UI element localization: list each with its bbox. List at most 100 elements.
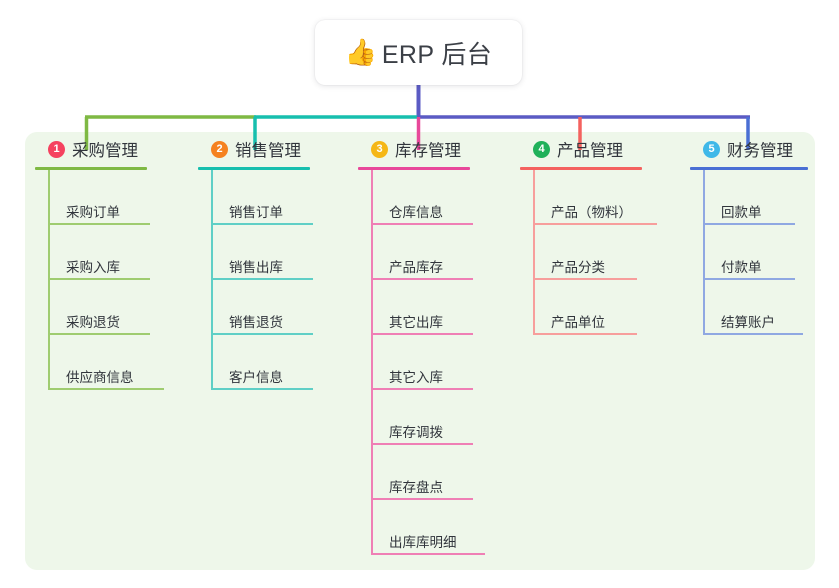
branch-item-label: 采购退货: [66, 315, 120, 331]
branch-item[interactable]: 其它出库: [371, 280, 523, 335]
branch-item-list: 采购订单采购入库采购退货供应商信息: [35, 170, 195, 390]
branch-number-badge: 3: [371, 140, 388, 158]
branch-header-3[interactable]: 3 库存管理: [358, 132, 523, 166]
branch-item-label: 付款单: [721, 260, 762, 276]
branch-header-underline: [35, 167, 147, 170]
branch-item-label: 产品（物料）: [551, 205, 632, 221]
branch-item-label: 其它入库: [389, 370, 443, 386]
branch-item-label: 客户信息: [229, 370, 283, 386]
branch-item[interactable]: 采购订单: [48, 170, 195, 225]
branch-header-underline: [358, 167, 470, 170]
branch-item[interactable]: 销售出库: [211, 225, 358, 280]
branch-header-underline: [198, 167, 310, 170]
branch-item-label: 销售退货: [229, 315, 283, 331]
branch-item-underline: [371, 498, 473, 500]
branch-item[interactable]: 库存调拨: [371, 390, 523, 445]
branch-item-label: 采购订单: [66, 205, 120, 221]
branch-item-underline: [533, 278, 637, 280]
branch-title: 销售管理: [235, 142, 301, 160]
branch-item-label: 销售订单: [229, 205, 283, 221]
branch-item-label: 销售出库: [229, 260, 283, 276]
branch-item-label: 仓库信息: [389, 205, 443, 221]
branch-item[interactable]: 产品单位: [533, 280, 690, 335]
branch-number-badge: 1: [48, 140, 65, 158]
branch-header-4[interactable]: 4 产品管理: [520, 132, 690, 166]
branch-item-underline: [211, 333, 313, 335]
root-node-card[interactable]: 👍 ERP 后台: [315, 20, 522, 85]
branch-item[interactable]: 产品（物料）: [533, 170, 690, 225]
branch-item[interactable]: 产品分类: [533, 225, 690, 280]
root-node-title: ERP 后台: [381, 40, 493, 69]
branch-item[interactable]: 出库库明细: [371, 500, 523, 555]
branch-item-label: 产品库存: [389, 260, 443, 276]
branch-item[interactable]: 销售退货: [211, 280, 358, 335]
branch-item-label: 其它出库: [389, 315, 443, 331]
branch-item[interactable]: 产品库存: [371, 225, 523, 280]
branch-title: 库存管理: [395, 142, 461, 160]
branch-spine: [371, 170, 373, 555]
branch-item-label: 采购入库: [66, 260, 120, 276]
branch-spine: [533, 170, 535, 335]
branch-spine: [48, 170, 50, 390]
branch-item-underline: [48, 388, 164, 390]
branch-item[interactable]: 采购入库: [48, 225, 195, 280]
branch-item-underline: [48, 333, 150, 335]
branch-column-5: 5 财务管理回款单付款单结算账户: [690, 132, 839, 335]
branch-header-1[interactable]: 1 采购管理: [35, 132, 195, 166]
branch-spine: [211, 170, 213, 390]
branch-column-1: 1 采购管理采购订单采购入库采购退货供应商信息: [35, 132, 195, 390]
branch-item[interactable]: 其它入库: [371, 335, 523, 390]
branch-item[interactable]: 销售订单: [211, 170, 358, 225]
branch-item-label: 供应商信息: [66, 370, 134, 386]
branch-column-2: 2 销售管理销售订单销售出库销售退货客户信息: [198, 132, 358, 390]
branch-item[interactable]: 供应商信息: [48, 335, 195, 390]
branch-title: 采购管理: [72, 142, 138, 160]
branch-item[interactable]: 采购退货: [48, 280, 195, 335]
branch-number-badge: 2: [211, 140, 228, 158]
branch-item[interactable]: 仓库信息: [371, 170, 523, 225]
branch-item-label: 产品单位: [551, 315, 605, 331]
branch-item-label: 回款单: [721, 205, 762, 221]
branch-column-3: 3 库存管理仓库信息产品库存其它出库其它入库库存调拨库存盘点出库库明细: [358, 132, 523, 555]
branch-title: 产品管理: [557, 142, 623, 160]
branch-header-underline: [690, 167, 808, 170]
branch-item-underline: [211, 223, 313, 225]
branch-item-underline: [703, 223, 795, 225]
branch-header-underline: [520, 167, 642, 170]
branch-columns: 1 采购管理采购订单采购入库采购退货供应商信息 2 销售管理销售订单销售出库销售退货客…: [0, 132, 839, 570]
branch-header-5[interactable]: 5 财务管理: [690, 132, 839, 166]
branch-item-label: 产品分类: [551, 260, 605, 276]
branch-item-underline: [371, 388, 473, 390]
branch-item-list: 销售订单销售出库销售退货客户信息: [198, 170, 358, 390]
branch-item-underline: [703, 333, 803, 335]
branch-item-label: 库存调拨: [389, 425, 443, 441]
branch-number-badge: 5: [703, 140, 720, 158]
branch-item-label: 库存盘点: [389, 480, 443, 496]
branch-item[interactable]: 付款单: [703, 225, 839, 280]
branch-number-badge: 4: [533, 140, 550, 158]
diagram-background-panel: [25, 132, 815, 570]
branch-item[interactable]: 回款单: [703, 170, 839, 225]
branch-item-label: 出库库明细: [389, 535, 457, 551]
branch-item-underline: [371, 333, 473, 335]
branch-item-underline: [533, 333, 637, 335]
branch-item[interactable]: 库存盘点: [371, 445, 523, 500]
branch-item-list: 产品（物料） 产品分类产品单位: [520, 170, 690, 335]
thumbs-up-icon: 👍: [344, 36, 378, 67]
branch-item-underline: [371, 278, 473, 280]
branch-item-label: 结算账户: [721, 315, 775, 331]
branch-title: 财务管理: [727, 142, 793, 160]
branch-item-underline: [211, 278, 313, 280]
branch-item-list: 回款单付款单结算账户: [690, 170, 839, 335]
branch-item-underline: [48, 223, 150, 225]
branch-spine: [703, 170, 705, 335]
branch-column-4: 4 产品管理产品（物料） 产品分类产品单位: [520, 132, 690, 335]
branch-item[interactable]: 客户信息: [211, 335, 358, 390]
branch-item-underline: [48, 278, 150, 280]
branch-item-underline: [533, 223, 657, 225]
branch-item-underline: [371, 443, 473, 445]
branch-header-2[interactable]: 2 销售管理: [198, 132, 358, 166]
branch-item-underline: [211, 388, 313, 390]
branch-item[interactable]: 结算账户: [703, 280, 839, 335]
